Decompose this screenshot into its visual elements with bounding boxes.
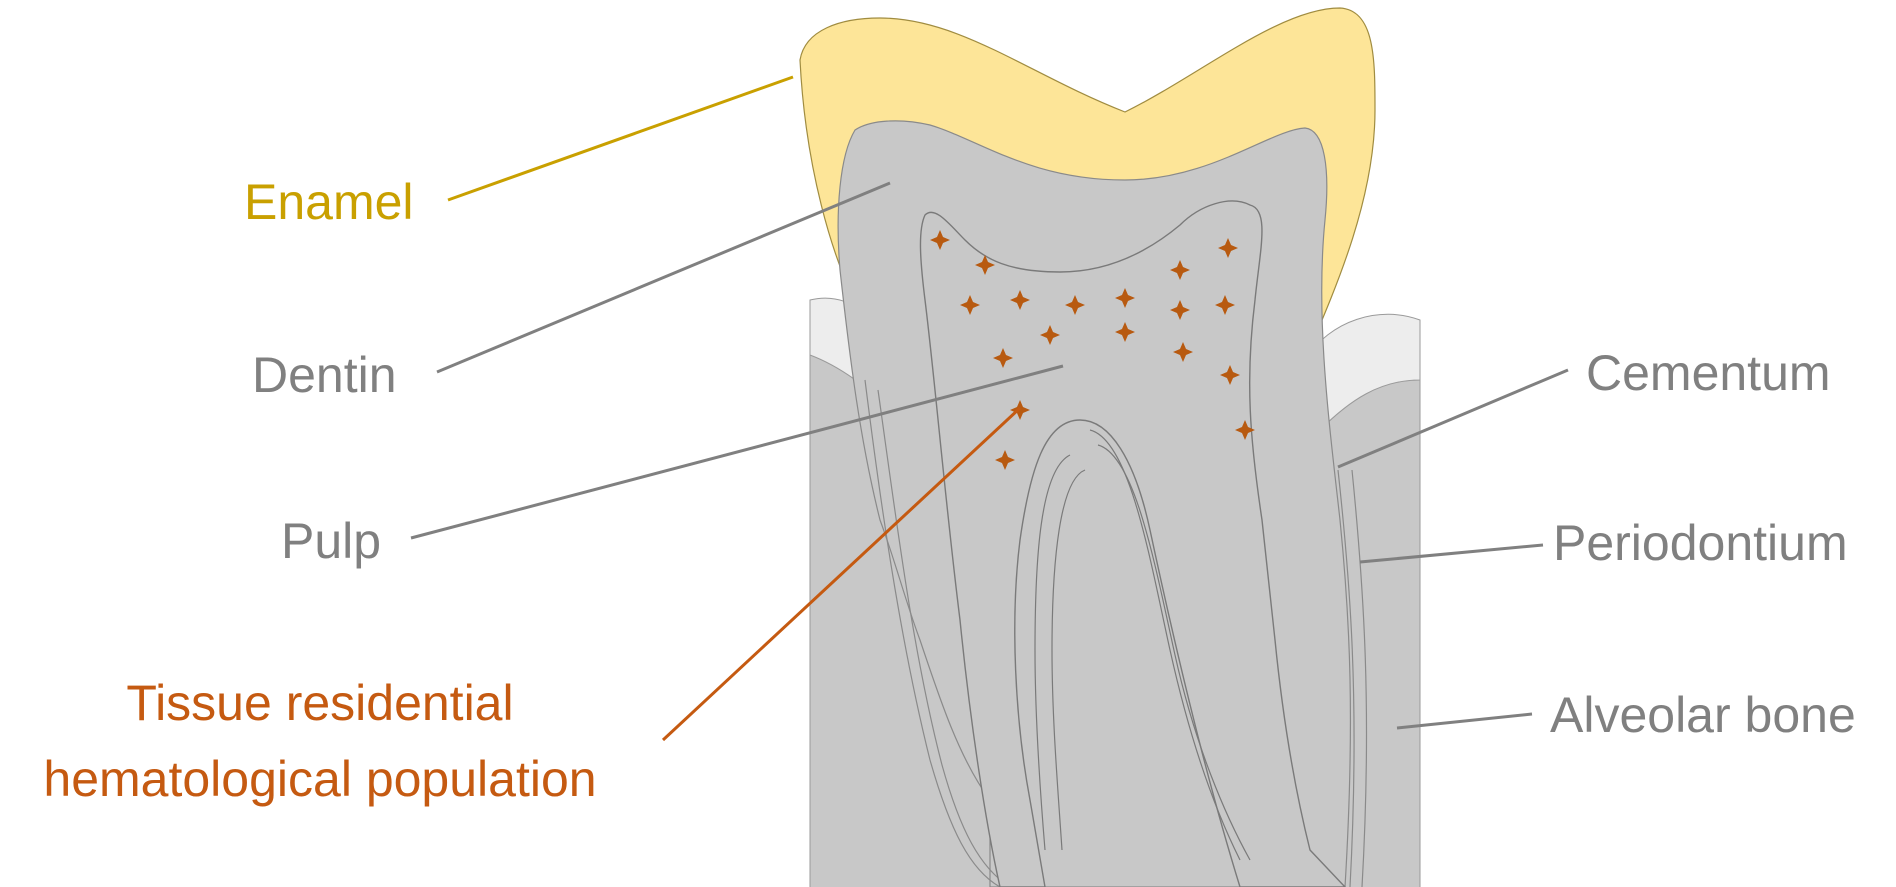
label-cementum: Cementum — [1586, 348, 1831, 398]
label-periodontium: Periodontium — [1553, 518, 1848, 568]
label-enamel: Enamel — [244, 177, 414, 227]
label-dentin: Dentin — [252, 350, 397, 400]
label-tissue-line1: Tissue residential — [0, 678, 640, 728]
label-pulp: Pulp — [281, 516, 381, 566]
label-tissue-line2: hematological population — [0, 754, 640, 804]
enamel-leader — [448, 77, 793, 200]
label-alveolar-bone: Alveolar bone — [1550, 690, 1856, 740]
